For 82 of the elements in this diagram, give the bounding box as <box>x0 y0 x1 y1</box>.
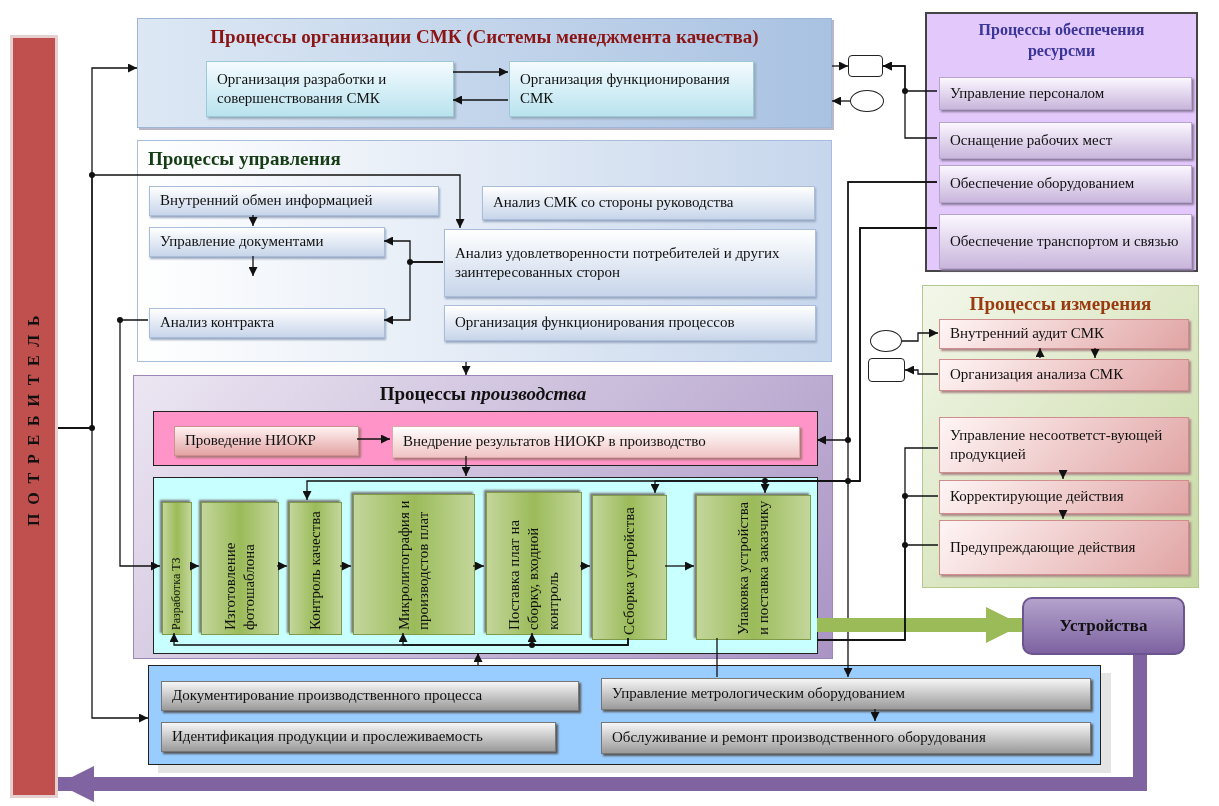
arrow <box>356 434 391 444</box>
panel-title: Процессы организации СМК (Системы менеджмента качества) <box>209 25 760 49</box>
group-panel <box>153 477 818 654</box>
panel-title: Процессы обеспечения ресурсми <box>977 20 1146 62</box>
group-panel <box>137 18 832 128</box>
flow-arrow <box>817 607 1022 643</box>
process-box: Анализ удовлетворенности потребителей и других заинтересованных сторон <box>444 229 816 297</box>
arrow <box>664 561 695 571</box>
process-box: Контроль качества <box>289 502 342 635</box>
process-box: Управление метрологическим оборудованием <box>601 678 1091 710</box>
process-box: Организация анализа СМК <box>939 359 1189 391</box>
process-box: Внутренний обмен информацией <box>149 186 439 216</box>
connector-symbol <box>870 330 902 352</box>
arrow <box>882 61 938 139</box>
arrow <box>339 561 352 571</box>
group-panel <box>137 140 832 362</box>
arrow <box>1058 510 1068 520</box>
process-box: Ссборка устройства <box>592 495 667 640</box>
arrow <box>276 561 288 571</box>
flow-arrow <box>58 655 1147 802</box>
process-box: Разработка ТЗ <box>162 502 192 635</box>
arrow <box>57 427 149 723</box>
panel-title: Процессы измерения <box>968 292 1153 316</box>
arrow <box>452 67 509 77</box>
arrow <box>870 708 880 722</box>
arrow <box>1090 347 1100 359</box>
arrow <box>579 561 591 571</box>
group-panel <box>153 411 818 466</box>
process-box: Обслуживание и ремонт производственного оборудования <box>601 722 1091 754</box>
arrow <box>473 652 483 666</box>
arrow <box>248 255 258 277</box>
process-box: Поставка плат на сборку, входной контроль <box>486 492 582 635</box>
panel-title: Процессы управления <box>147 147 342 171</box>
panel-title: Процессы производства <box>378 382 588 406</box>
consumer-bar: ПОТРЕБИТЕЛЬ <box>10 35 58 798</box>
connector-line <box>816 544 939 641</box>
arrow <box>843 181 938 678</box>
process-box: Предупреждающие действия <box>939 520 1189 575</box>
arrow <box>461 455 471 477</box>
process-box: Документирование производственного процесса <box>161 681 579 711</box>
process-box: Изготовление фотошаблона <box>201 502 279 635</box>
arrow <box>831 61 849 71</box>
process-box: Анализ контракта <box>149 308 385 338</box>
arrow <box>904 365 939 375</box>
group-panel <box>133 375 833 659</box>
process-box: Микролитография и производстов плат <box>353 494 475 635</box>
process-box: Идентификация продукции и прослеживаемость <box>161 722 556 752</box>
process-box: Обеспечение транспортом и связью <box>939 214 1192 269</box>
process-box: Внутренний аудит СМК <box>939 319 1189 349</box>
arrow <box>452 95 509 105</box>
arrow <box>527 632 629 646</box>
connector-symbol <box>868 358 905 382</box>
arrow <box>901 328 939 342</box>
arrow <box>383 236 444 263</box>
process-box: Организация разработки и совершенствования СМК <box>206 61 454 117</box>
process-box: Упаковка устройства и поставка заказчику <box>696 495 811 640</box>
group-panel <box>925 12 1198 272</box>
process-box: Управление персоналом <box>939 77 1192 110</box>
process-box: Управление документами <box>149 227 385 257</box>
process-box: Организация функционирования СМК <box>509 61 754 117</box>
process-box: Обеспечение оборудованием <box>939 165 1192 203</box>
arrow <box>1058 470 1068 480</box>
process-box: Анализ СМК со стороны руководства <box>482 186 815 220</box>
process-box: Проведение НИОКР <box>174 426 359 456</box>
arrow <box>760 227 938 494</box>
arrow <box>831 96 851 106</box>
arrow <box>461 361 471 376</box>
process-box: Корректирующие действия <box>939 480 1189 514</box>
arrow <box>1035 347 1045 359</box>
connector-symbol <box>850 90 884 112</box>
arrow <box>248 214 258 227</box>
arrow <box>472 561 485 571</box>
output-box: Устройства <box>1022 597 1185 655</box>
arrow <box>119 319 161 571</box>
connector-line <box>716 637 718 678</box>
connector-symbol <box>848 55 883 77</box>
group-panel <box>922 285 1199 588</box>
process-box: Внедрение результатов НИОКР в производство <box>392 426 800 458</box>
arrow <box>189 561 200 571</box>
process-box: Управление несоответст-вующей продукцией <box>939 417 1189 473</box>
process-box: Оснащение рабочих мест <box>939 122 1192 159</box>
process-box: Организация функционирования процессов <box>444 305 816 341</box>
